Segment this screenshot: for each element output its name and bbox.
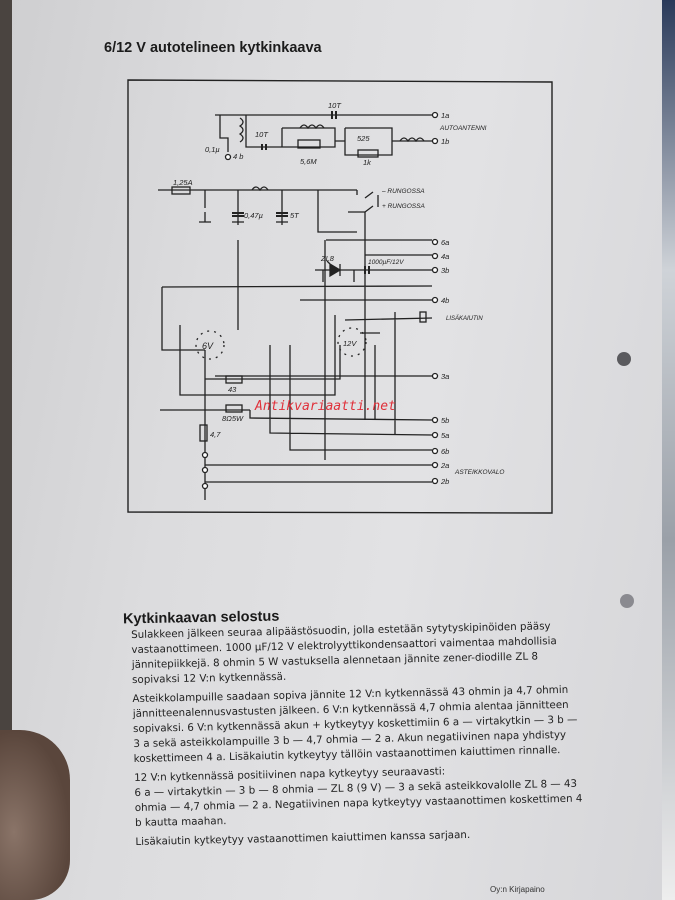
resistor-4-7 — [199, 424, 208, 442]
terminal-6b: 6b — [441, 447, 449, 456]
label-43: 43 — [228, 385, 237, 394]
polarity-switch — [364, 191, 379, 213]
filter-inductor — [251, 186, 269, 192]
label-zl8: ZL8 — [320, 254, 335, 263]
label-1k: 1k — [363, 158, 372, 167]
paragraph: 6 a — virtakytkin — 3 b — 8 ohmia — ZL 8… — [134, 777, 583, 829]
watermark: Antikvariaatti.net — [254, 399, 396, 414]
label-rungossa-plus: + RUNGOSSA — [382, 203, 425, 210]
antenna-wires — [215, 114, 432, 156]
punch-hole — [617, 352, 631, 366]
label-8ohm: 8Ω5W — [222, 414, 244, 423]
diagram-frame — [127, 79, 553, 514]
description-text: Sulakkeen jälkeen seuraa alipäästösuodin… — [131, 619, 586, 854]
fuse-symbol — [171, 186, 191, 195]
label-10t-top: 10T — [328, 101, 342, 110]
terminal-circles — [201, 238, 439, 490]
paragraph: Asteikkolampuille saadaan sopiva jännite… — [132, 683, 578, 765]
terminal-3b: 3b — [441, 266, 449, 275]
terminal-1b: 1b — [441, 137, 449, 146]
label-6v: 6V — [202, 341, 214, 351]
label-5-6m: 5,6M — [300, 157, 317, 166]
capacitor-symbols — [261, 111, 337, 150]
label-12v: 12V — [343, 339, 357, 348]
switch-12v — [337, 327, 367, 357]
label-047u: 0,47µ — [244, 211, 263, 220]
label-4b-left: 4 b — [233, 152, 243, 161]
terminal-2b: 2b — [440, 477, 449, 486]
label-10t: 10T — [255, 130, 269, 139]
terminal-2a: 2a — [440, 461, 449, 470]
label-01u: 0,1µ — [205, 145, 220, 154]
thumb — [0, 730, 70, 900]
terminal-3a: 3a — [441, 372, 449, 381]
resistor-8 — [225, 404, 243, 413]
speaker-symbol — [419, 311, 427, 323]
electrolytic-cap — [364, 266, 370, 274]
zener-diode-symbol — [326, 260, 342, 278]
inductor-symbols — [299, 124, 425, 143]
label-5t: 5T — [290, 211, 300, 220]
terminal-4b: 4b — [441, 296, 449, 305]
resistor-43 — [225, 375, 243, 384]
terminal-4a: 4a — [441, 252, 449, 261]
paragraph: Sulakkeen jälkeen seuraa alipäästösuodin… — [131, 620, 557, 686]
terminal-5a: 5a — [441, 431, 449, 440]
terminal-6a: 6a — [441, 238, 449, 247]
terminal-5b: 5b — [441, 416, 449, 425]
page-title: 6/12 V autotelineen kytkinkaava — [104, 40, 322, 56]
label-autoantenni: AUTOANTENNI — [439, 125, 487, 132]
label-525: 525 — [357, 134, 370, 143]
punch-hole — [620, 594, 634, 608]
label-4-7: 4,7 — [210, 430, 221, 439]
label-asteikkovalo: ASTEIKKOVALO — [454, 469, 505, 476]
label-rungossa-minus: – RUNGOSSA — [381, 188, 425, 195]
label-1000uf: 1000µF/12V — [368, 259, 404, 266]
switch-wires — [160, 240, 433, 500]
zener-wires — [315, 254, 432, 282]
label-lisakaiutin: LISÄKAIUTIN — [446, 315, 483, 322]
filter-capacitors — [232, 212, 288, 217]
coil-symbol — [238, 117, 244, 143]
resistor-5-6m — [297, 139, 321, 149]
printer-footer: Oy:n Kirjapaino — [490, 885, 545, 894]
resistor-1k — [357, 149, 379, 158]
terminal-1a: 1a — [441, 111, 449, 120]
label-fuse: 1,25A — [173, 178, 193, 187]
switch-6v — [195, 330, 225, 360]
